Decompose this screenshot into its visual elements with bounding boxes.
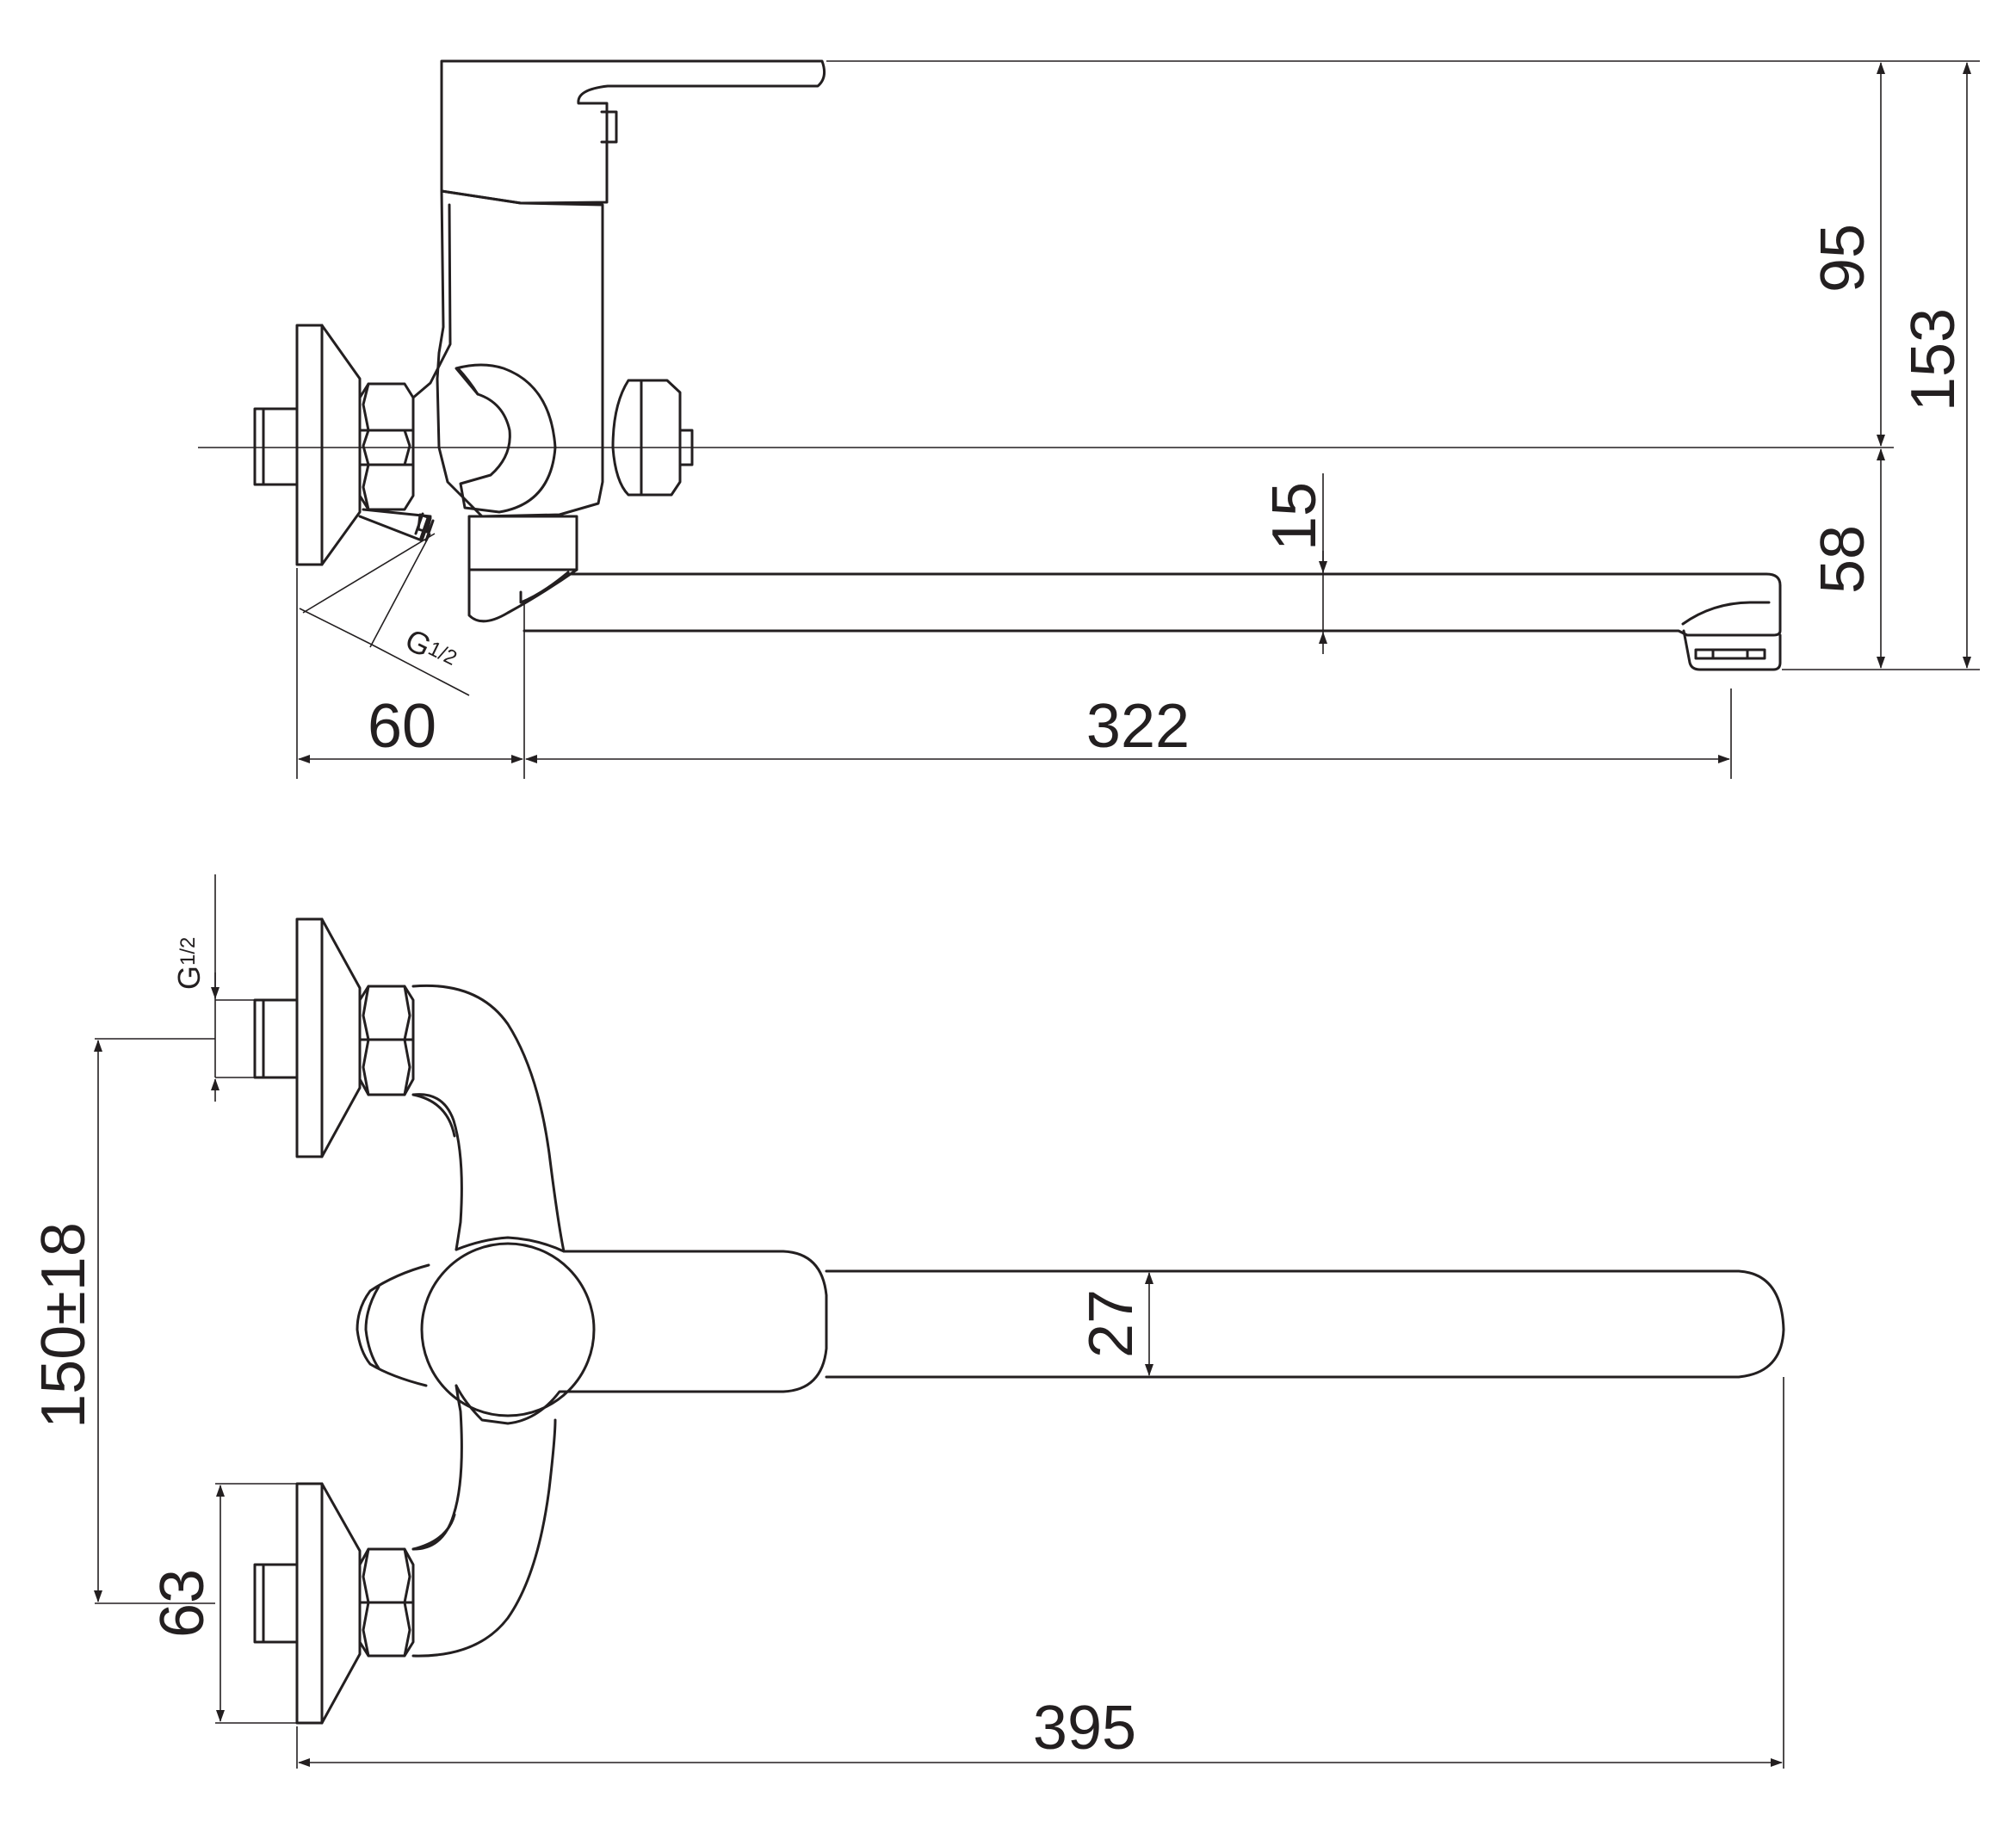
dimension-height-bottom-label: 58 [1809,525,1877,594]
dimension-spout-width-label: 27 [1077,1289,1146,1358]
dimension-wall-offset-label: 60 [368,692,436,761]
wall-flange-side [253,324,362,566]
dimension-height-total-label: 153 [1899,308,1968,411]
spout-side [523,572,1782,671]
dimension-flange-width: 63 [148,1483,297,1724]
mixer-body-plan [356,984,828,1658]
dimension-spout-reach-label: 322 [1086,692,1190,761]
hex-nut-side [358,382,415,511]
wall-flange-upper [253,917,415,1158]
dimension-spout-thickness: 15 [1260,473,1329,654]
dimension-height-top-label: 95 [1809,224,1877,293]
dimension-center-distance: 150±18 [29,1038,215,1604]
thread-callout-side: G 1/2 [299,533,470,696]
wall-flange-lower [253,1482,415,1725]
plan-view: G 1/2 150±18 63 27 395 [29,874,1785,1769]
thread-label-plan-fraction: 1/2 [176,937,200,966]
dimension-height-bottom: 58 [1809,448,1885,669]
thread-callout-plan: G 1/2 [171,874,255,1102]
dimension-center-distance-label: 150±18 [29,1222,98,1429]
mixer-body-side [411,59,826,623]
dimension-wall-offset: 60 [298,692,523,763]
dimension-total-length: 395 [296,1377,1784,1769]
dimension-total-length-label: 395 [1033,1694,1136,1763]
dimension-spout-reach: 322 [525,692,1730,763]
dimension-spout-thickness-label: 15 [1260,482,1329,551]
spout-plan [825,1269,1785,1379]
thread-label-plan-main: G [171,966,207,990]
dimension-height-total: 153 [1899,62,1971,669]
dimension-height-top: 95 [1809,62,1885,447]
dimension-spout-width: 27 [1077,1272,1153,1376]
side-view: 95 153 58 15 60 322 [198,59,1980,779]
dimension-flange-width-label: 63 [148,1569,217,1638]
eccentric-connector [358,508,435,542]
